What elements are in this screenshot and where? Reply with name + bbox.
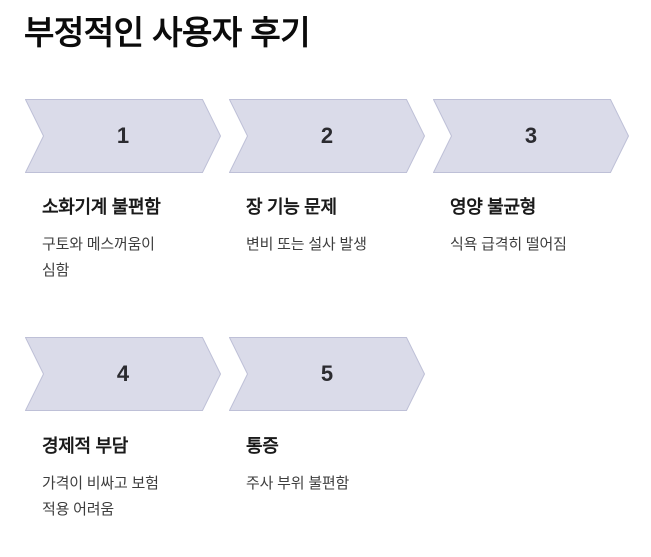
step-3-text: 영양 불균형 식욕 급격히 떨어짐 bbox=[433, 196, 629, 284]
step-2-number: 2 bbox=[320, 123, 334, 148]
chevron-outline bbox=[25, 99, 221, 173]
step-4-number: 4 bbox=[116, 361, 130, 386]
step-2-description: 변비 또는 설사 발생 bbox=[246, 235, 367, 253]
page-title: 부정적인 사용자 후기 bbox=[24, 14, 311, 51]
chevron-outline bbox=[25, 337, 221, 411]
chevron-arrow-icon bbox=[25, 337, 221, 411]
step-1-number: 1 bbox=[116, 123, 130, 148]
chevron-shape bbox=[433, 99, 629, 173]
step-4-description: 가격이 비싸고 보험 적용 어려움 bbox=[42, 474, 159, 518]
step-2-title: 장 기능 문제 bbox=[246, 197, 337, 217]
step-1-title: 소화기계 불편함 bbox=[42, 197, 161, 217]
step-4-title: 경제적 부담 bbox=[42, 436, 129, 456]
step-1-chevron: 1 bbox=[25, 99, 221, 173]
step-5-title: 통증 bbox=[246, 436, 279, 456]
chevron-row-2: 4 5 bbox=[25, 337, 425, 411]
chevron-shape bbox=[25, 99, 221, 173]
step-2-chevron: 2 bbox=[229, 99, 425, 173]
text-row-2: 경제적 부담 가격이 비싸고 보험 적용 어려움 통증 주사 부위 불편함 bbox=[25, 435, 425, 523]
step-5-chevron: 5 bbox=[229, 337, 425, 411]
chevron-arrow-icon bbox=[433, 99, 629, 173]
step-5-number: 5 bbox=[320, 361, 334, 386]
step-5-text: 통증 주사 부위 불편함 bbox=[229, 435, 425, 523]
step-3-chevron: 3 bbox=[433, 99, 629, 173]
chevron-outline bbox=[229, 99, 425, 173]
step-1-description: 구토와 메스꺼움이 심함 bbox=[42, 235, 155, 279]
chevron-arrow-icon bbox=[25, 99, 221, 173]
step-4-chevron: 4 bbox=[25, 337, 221, 411]
step-3-title: 영양 불균형 bbox=[450, 197, 537, 217]
chevron-outline bbox=[433, 99, 629, 173]
step-5-description: 주사 부위 불편함 bbox=[246, 474, 350, 492]
chevron-arrow-icon bbox=[229, 99, 425, 173]
step-3-description: 식욕 급격히 떨어짐 bbox=[450, 235, 567, 253]
chevron-arrow-icon bbox=[229, 337, 425, 411]
chevron-outline bbox=[229, 337, 425, 411]
step-2-text: 장 기능 문제 변비 또는 설사 발생 bbox=[229, 196, 425, 284]
chevron-row-1: 1 2 3 bbox=[25, 99, 629, 173]
chevron-shape bbox=[229, 337, 425, 411]
step-1-text: 소화기계 불편함 구토와 메스꺼움이 심함 bbox=[25, 196, 221, 284]
chevron-shape bbox=[229, 99, 425, 173]
text-row-1: 소화기계 불편함 구토와 메스꺼움이 심함 장 기능 문제 변비 또는 설사 발… bbox=[25, 196, 629, 284]
step-4-text: 경제적 부담 가격이 비싸고 보험 적용 어려움 bbox=[25, 435, 221, 523]
chevron-shape bbox=[25, 337, 221, 411]
step-3-number: 3 bbox=[524, 123, 538, 148]
